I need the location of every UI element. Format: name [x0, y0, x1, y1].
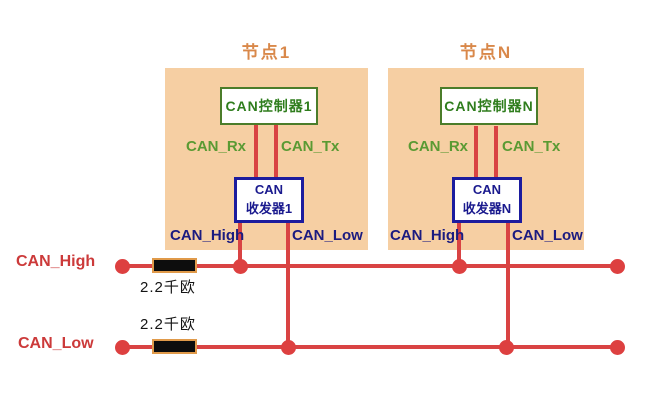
node-n-can-transceiver-box: CAN 收发器N	[452, 177, 522, 223]
node-1-can-high-pin-label: CAN_High	[170, 227, 245, 244]
node-1-can-tx-label: CAN_Tx	[281, 138, 340, 155]
node-n-can-low-pin-label: CAN_Low	[512, 227, 583, 244]
can-low-right-endpoint-dot	[610, 340, 625, 355]
resistor-value-label-high: 2.2千欧	[140, 279, 196, 296]
node-n-can-rx-label: CAN_Rx	[408, 138, 469, 155]
node-1-tx-wire	[274, 125, 278, 179]
node-n-transceiver-line2: 收发器N	[462, 201, 512, 216]
can-high-left-endpoint-dot	[115, 259, 130, 274]
node-n-can-high-pin-label: CAN_High	[390, 227, 465, 244]
terminating-resistor-high	[152, 258, 197, 273]
can-high-bus-line	[122, 264, 620, 268]
node-1-can-low-pin-label: CAN_Low	[292, 227, 363, 244]
can-high-right-endpoint-dot	[610, 259, 625, 274]
node-1-can-rx-label: CAN_Rx	[186, 138, 247, 155]
node-n-title: 节点N	[459, 43, 513, 62]
resistor-value-label-low: 2.2千欧	[140, 316, 196, 333]
can-high-node-1-junction-dot	[233, 259, 248, 274]
node-1-title: 节点1	[241, 43, 292, 62]
can-high-node-n-junction-dot	[452, 259, 467, 274]
node-n-group: 节点N CAN控制器N CAN_Rx CAN_Tx CAN 收发器N CAN_H…	[388, 38, 584, 252]
can-high-bus-label: CAN_High	[16, 253, 96, 270]
node-1-group: 节点1 CAN控制器1 CAN_Rx CAN_Tx CAN 收发器1 CAN_H…	[165, 38, 368, 252]
node-1-high-drop-wire	[238, 221, 242, 268]
node-n-can-tx-label: CAN_Tx	[502, 138, 561, 155]
terminating-resistor-low	[152, 339, 197, 354]
node-1-transceiver-line1: CAN	[254, 182, 284, 198]
can-low-left-endpoint-dot	[115, 340, 130, 355]
node-n-tx-wire	[494, 126, 498, 179]
node-1-low-drop-wire	[286, 221, 290, 349]
node-n-rx-wire	[474, 126, 478, 179]
node-1-transceiver-line2: 收发器1	[245, 201, 293, 216]
can-low-node-1-junction-dot	[281, 340, 296, 355]
node-1-rx-wire	[254, 125, 258, 179]
can-low-node-n-junction-dot	[499, 340, 514, 355]
can-low-bus-label: CAN_Low	[18, 335, 94, 352]
node-1-can-transceiver-box: CAN 收发器1	[234, 177, 304, 223]
node-n-high-drop-wire	[457, 221, 461, 268]
can-low-bus-line	[122, 345, 620, 349]
node-n-can-controller-box: CAN控制器N	[440, 87, 538, 125]
node-n-low-drop-wire	[506, 221, 510, 349]
node-n-transceiver-line1: CAN	[472, 182, 502, 198]
node-1-can-controller-box: CAN控制器1	[220, 87, 318, 125]
